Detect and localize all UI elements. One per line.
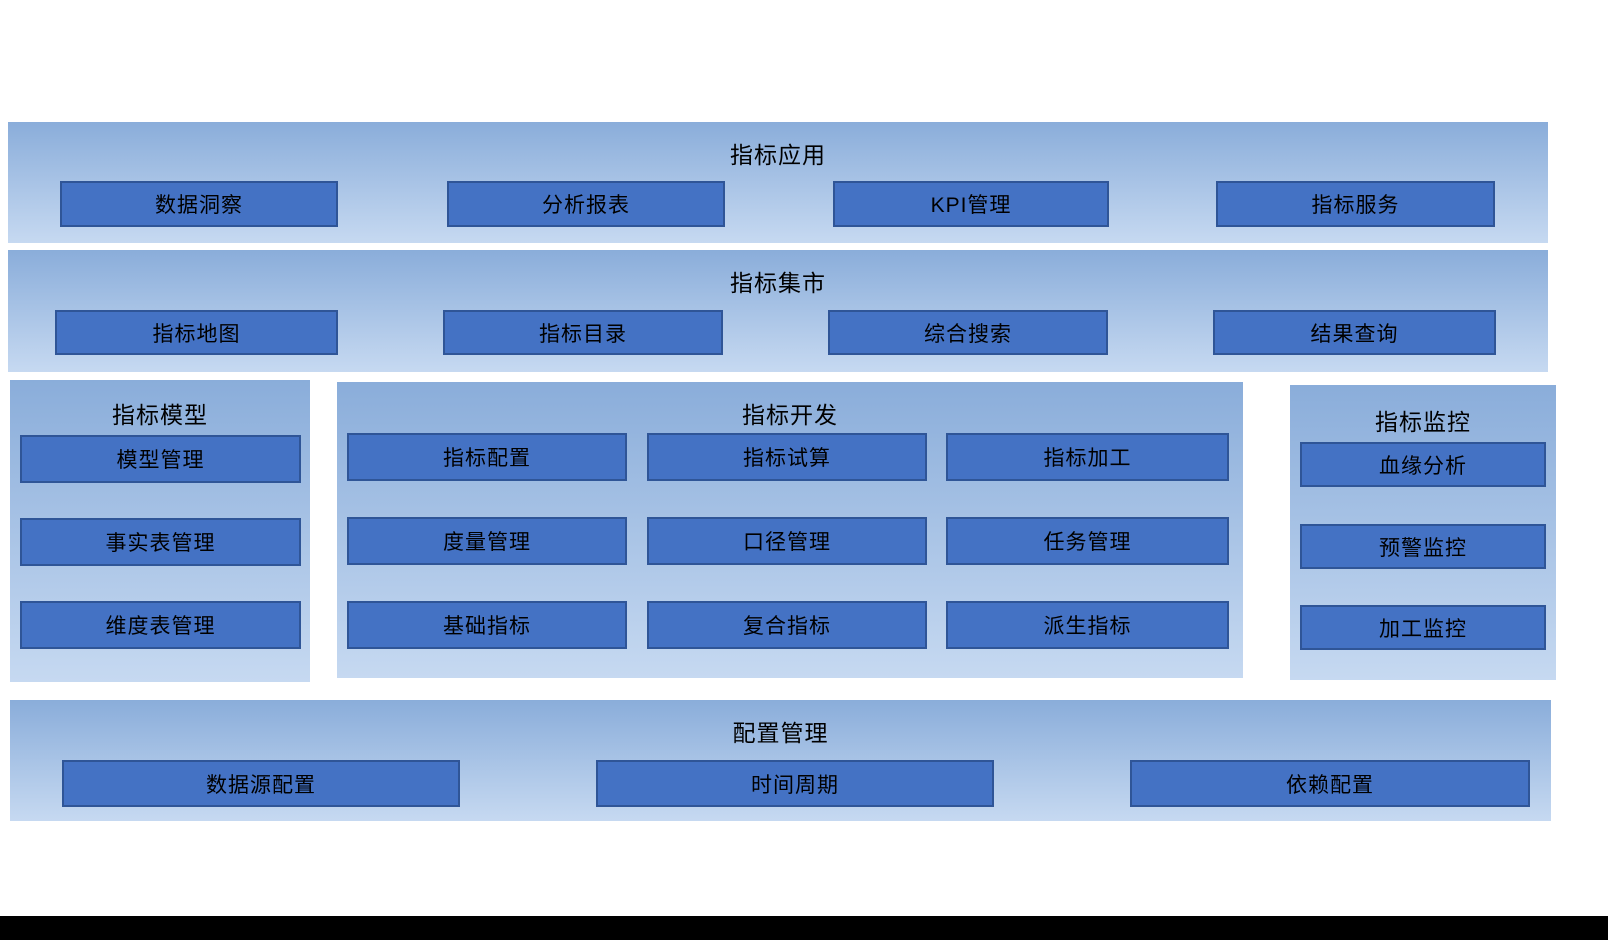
box-indicator-processing: 指标加工 bbox=[946, 433, 1229, 481]
section-indicator-model: 指标模型 模型管理 事实表管理 维度表管理 bbox=[10, 380, 310, 682]
box-composite-indicator: 复合指标 bbox=[647, 601, 927, 649]
box-data-insight: 数据洞察 bbox=[60, 181, 338, 227]
section-configuration-management: 配置管理 数据源配置 时间周期 依赖配置 bbox=[10, 700, 1551, 821]
section-title-indicator-development: 指标开发 bbox=[742, 402, 838, 428]
box-time-period: 时间周期 bbox=[596, 760, 994, 807]
box-dependency-config: 依赖配置 bbox=[1130, 760, 1530, 807]
box-indicator-trial-calculation: 指标试算 bbox=[647, 433, 927, 481]
box-alert-monitoring: 预警监控 bbox=[1300, 524, 1546, 569]
box-model-management: 模型管理 bbox=[20, 435, 301, 483]
section-indicator-development: 指标开发 指标配置 指标试算 指标加工 度量管理 口径管理 任务管理 基础指标 … bbox=[337, 382, 1243, 678]
box-kpi-management: KPI管理 bbox=[833, 181, 1109, 227]
section-title-indicator-monitoring: 指标监控 bbox=[1375, 409, 1471, 435]
section-indicator-market: 指标集市 指标地图 指标目录 综合搜索 结果查询 bbox=[8, 250, 1548, 372]
box-measure-management: 度量管理 bbox=[347, 517, 627, 565]
box-fact-table-management: 事实表管理 bbox=[20, 518, 301, 566]
box-indicator-catalog: 指标目录 bbox=[443, 310, 723, 355]
bottom-black-bar bbox=[0, 916, 1608, 940]
box-task-management: 任务管理 bbox=[946, 517, 1229, 565]
box-comprehensive-search: 综合搜索 bbox=[828, 310, 1108, 355]
box-caliber-management: 口径管理 bbox=[647, 517, 927, 565]
section-indicator-monitoring: 指标监控 血缘分析 预警监控 加工监控 bbox=[1290, 385, 1556, 680]
section-title-indicator-application: 指标应用 bbox=[730, 142, 826, 168]
section-indicator-application: 指标应用 数据洞察 分析报表 KPI管理 指标服务 bbox=[8, 122, 1548, 243]
section-title-indicator-market: 指标集市 bbox=[730, 270, 826, 296]
box-indicator-service: 指标服务 bbox=[1216, 181, 1495, 227]
box-lineage-analysis: 血缘分析 bbox=[1300, 442, 1546, 487]
box-indicator-map: 指标地图 bbox=[55, 310, 338, 355]
box-analysis-report: 分析报表 bbox=[447, 181, 725, 227]
box-datasource-config: 数据源配置 bbox=[62, 760, 460, 807]
box-processing-monitoring: 加工监控 bbox=[1300, 605, 1546, 650]
section-title-indicator-model: 指标模型 bbox=[112, 402, 208, 428]
box-indicator-config: 指标配置 bbox=[347, 433, 627, 481]
box-result-query: 结果查询 bbox=[1213, 310, 1496, 355]
section-title-configuration-management: 配置管理 bbox=[732, 720, 829, 746]
box-dimension-table-management: 维度表管理 bbox=[20, 601, 301, 649]
box-derived-indicator: 派生指标 bbox=[946, 601, 1229, 649]
box-basic-indicator: 基础指标 bbox=[347, 601, 627, 649]
